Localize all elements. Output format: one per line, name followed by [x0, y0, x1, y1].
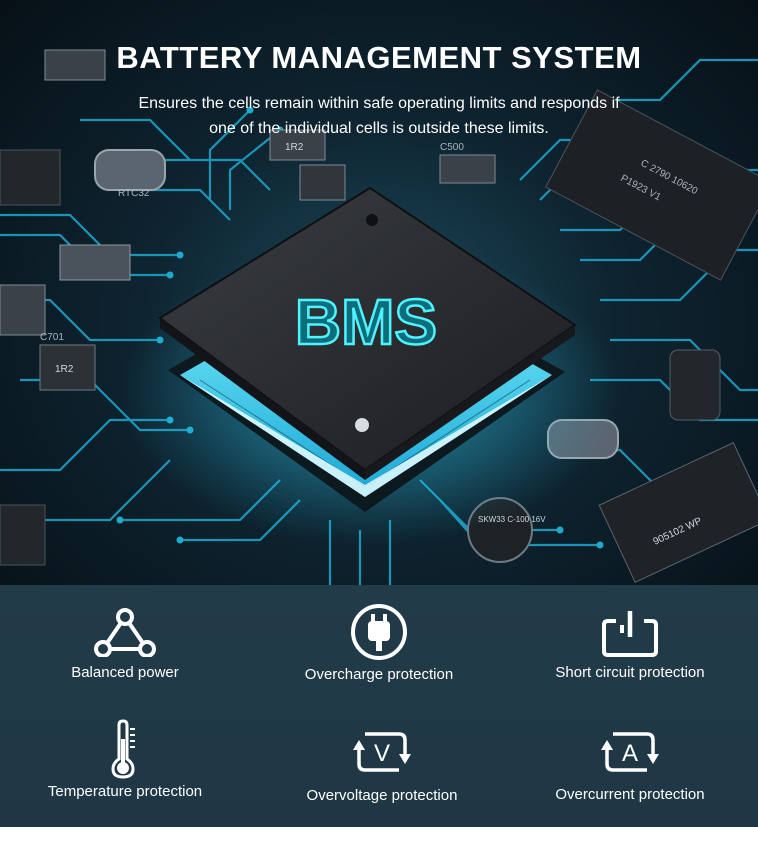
- board-marking: C701: [40, 332, 64, 343]
- plug-icon: [254, 601, 504, 663]
- board-marking: C500: [440, 142, 464, 153]
- board-marking: 1R2: [285, 142, 304, 153]
- subtitle-line-2: one of the individual cells is outside t…: [209, 120, 549, 137]
- power-socket-icon: [505, 607, 755, 659]
- svg-text:A: A: [622, 740, 638, 767]
- chip-label: BMS: [295, 286, 437, 358]
- board-marking: RTC32: [118, 188, 150, 199]
- feature-label: Temperature protection: [47, 783, 203, 800]
- thermometer-icon: [0, 719, 250, 781]
- feature-label: Overcurrent protection: [555, 786, 705, 803]
- bms-banner: BMS C 2790 10620 P1923 V1 1R2 1R2 RTC32 …: [0, 0, 758, 827]
- triangle-nodes-icon: [0, 607, 250, 657]
- feature-label: Balanced power: [71, 664, 179, 681]
- current-cycle-icon: A: [505, 726, 755, 778]
- board-marking: SKW33 C-100 16V: [478, 515, 546, 524]
- board-marking: 1R2: [55, 364, 74, 375]
- hero-circuit-board: BMS C 2790 10620 P1923 V1 1R2 1R2 RTC32 …: [0, 0, 758, 585]
- voltage-cycle-icon: V: [257, 726, 507, 778]
- features-panel: Balanced power Overcharge protection: [0, 585, 758, 827]
- page-title: BATTERY MANAGEMENT SYSTEM: [116, 40, 642, 75]
- page-subtitle: Ensures the cells remain within safe ope…: [100, 91, 658, 141]
- feature-label: Overvoltage protection: [306, 787, 458, 804]
- feature-label: Short circuit protection: [555, 664, 705, 681]
- feature-label: Overcharge protection: [304, 666, 454, 683]
- svg-text:V: V: [374, 740, 390, 767]
- circuit-board-illustration: BMS C 2790 10620 P1923 V1 1R2 1R2 RTC32 …: [0, 49, 758, 585]
- subtitle-line-1: Ensures the cells remain within safe ope…: [138, 95, 620, 112]
